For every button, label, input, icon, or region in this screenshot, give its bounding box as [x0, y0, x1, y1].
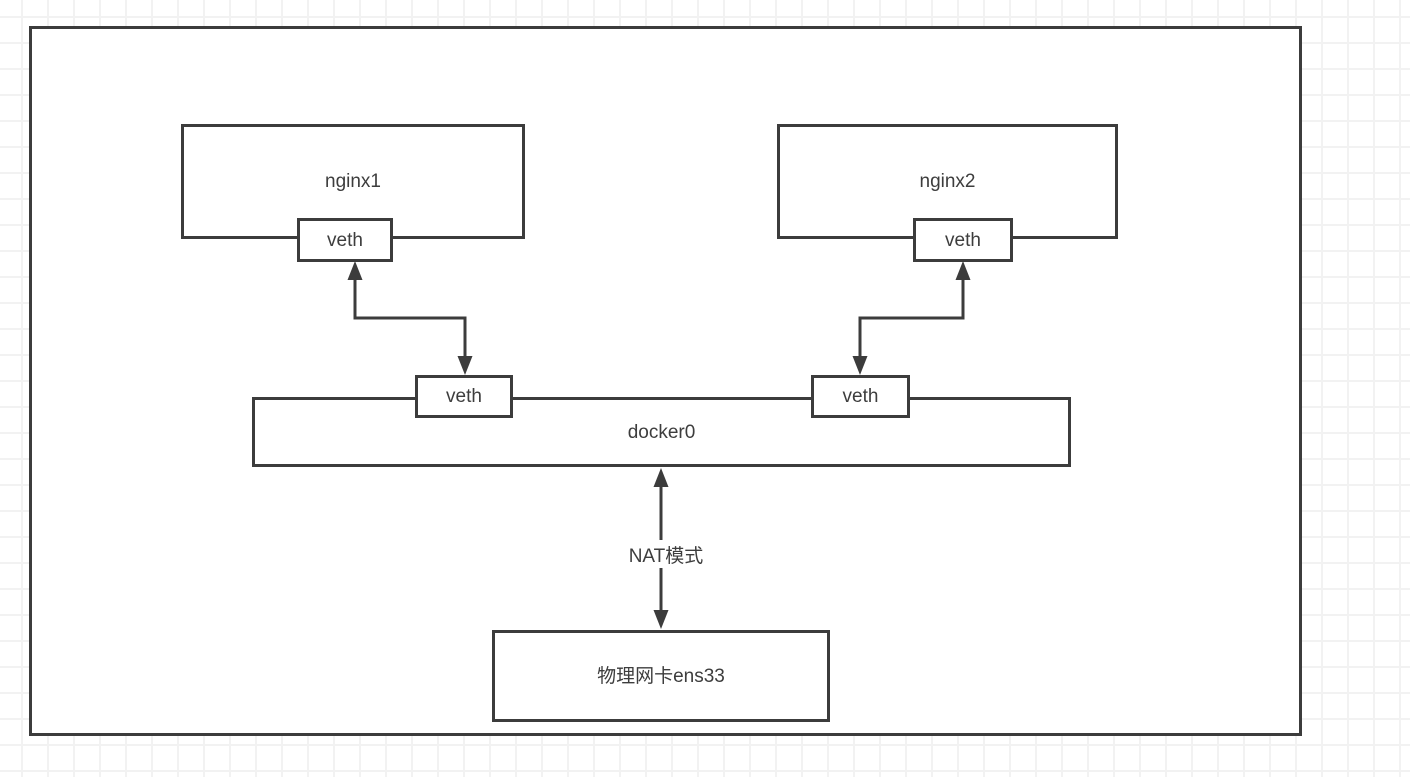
node-veth-docker0-left: veth [415, 375, 513, 418]
node-veth-nginx2: veth [913, 218, 1013, 262]
node-physical-nic-label: 物理网卡ens33 [597, 665, 725, 687]
connector-nginx2-docker0 [852, 261, 971, 375]
arrowhead-down-docker0-left-veth [457, 356, 473, 375]
node-docker0-label: docker0 [627, 421, 696, 443]
nat-mode-label-text: NAT模式 [628, 545, 704, 567]
arrowhead-up-nginx1-veth [347, 261, 363, 280]
node-docker0: docker0 [252, 397, 1071, 467]
arrowhead-up-docker0 [653, 468, 669, 487]
node-veth-nginx1-label: veth [327, 229, 363, 251]
node-nginx2-label: nginx2 [919, 171, 976, 192]
node-nginx1: nginx1 [181, 124, 525, 239]
node-nginx1-label: nginx1 [325, 171, 381, 192]
connector-nginx1-docker0 [347, 261, 473, 375]
node-veth-nginx1: veth [297, 218, 393, 262]
nat-mode-label: NAT模式 [607, 540, 725, 568]
arrowhead-up-nginx2-veth [955, 261, 971, 280]
node-veth-docker0-left-label: veth [446, 386, 482, 407]
arrowhead-down-docker0-right-veth [852, 356, 868, 375]
node-veth-nginx2-label: veth [945, 229, 981, 251]
arrowhead-down-physical-nic [653, 610, 669, 629]
node-veth-docker0-right-label: veth [842, 386, 879, 407]
node-physical-nic: 物理网卡ens33 [492, 630, 830, 722]
node-veth-docker0-right: veth [811, 375, 910, 418]
